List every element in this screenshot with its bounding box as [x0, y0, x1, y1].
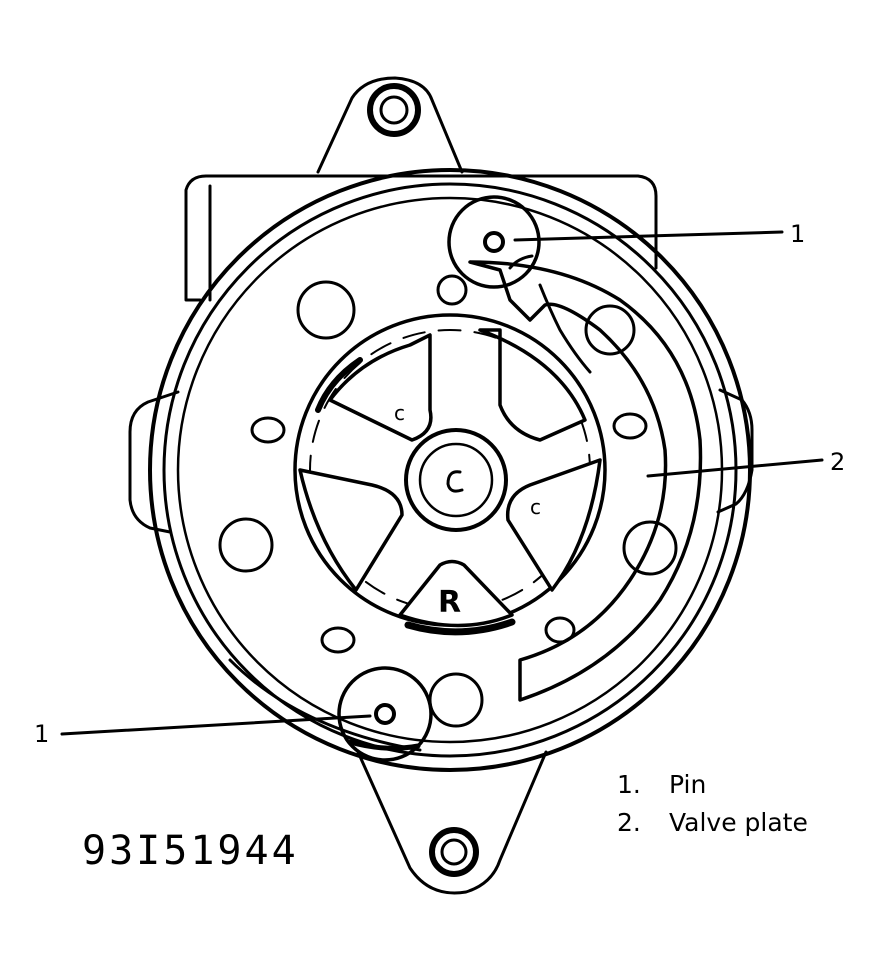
callout-number: 1 [34, 720, 49, 748]
pin-lower [337, 666, 433, 762]
legend: 1. Pin 2. Valve plate [617, 766, 808, 842]
legend-label: Valve plate [669, 808, 808, 837]
legend-item: 2. Valve plate [617, 804, 808, 842]
plate-marking-c: c [530, 495, 541, 519]
valve-plate-bolt-holes [218, 274, 678, 728]
plate-marking-c: c [394, 401, 405, 425]
figure-id: 93I51944 [82, 828, 299, 874]
leader-line-valve-plate [646, 458, 824, 478]
legend-number: 2. [617, 808, 641, 837]
outer-housing-ring [148, 168, 752, 772]
legend-number: 1. [617, 770, 641, 799]
left-side-flange [128, 390, 180, 534]
pin-upper [447, 195, 541, 289]
legend-label: Pin [669, 770, 707, 799]
legend-item: 1. Pin [617, 766, 808, 804]
callout-number: 1 [790, 220, 805, 248]
top-ear-bolt-hole [367, 83, 421, 137]
leader-line-pin-upper [513, 230, 784, 242]
bottom-ear-bolt-hole [429, 827, 479, 877]
callout-number: 2 [830, 448, 845, 476]
top-mounting-ear [316, 76, 464, 174]
right-side-flange [716, 388, 754, 514]
top-housing-boss [184, 174, 658, 302]
bottom-mounting-ear [356, 750, 548, 895]
plate-marking-r: R [438, 585, 461, 620]
reed-valve-petals [298, 328, 602, 628]
leader-line-pin-lower [60, 714, 372, 736]
